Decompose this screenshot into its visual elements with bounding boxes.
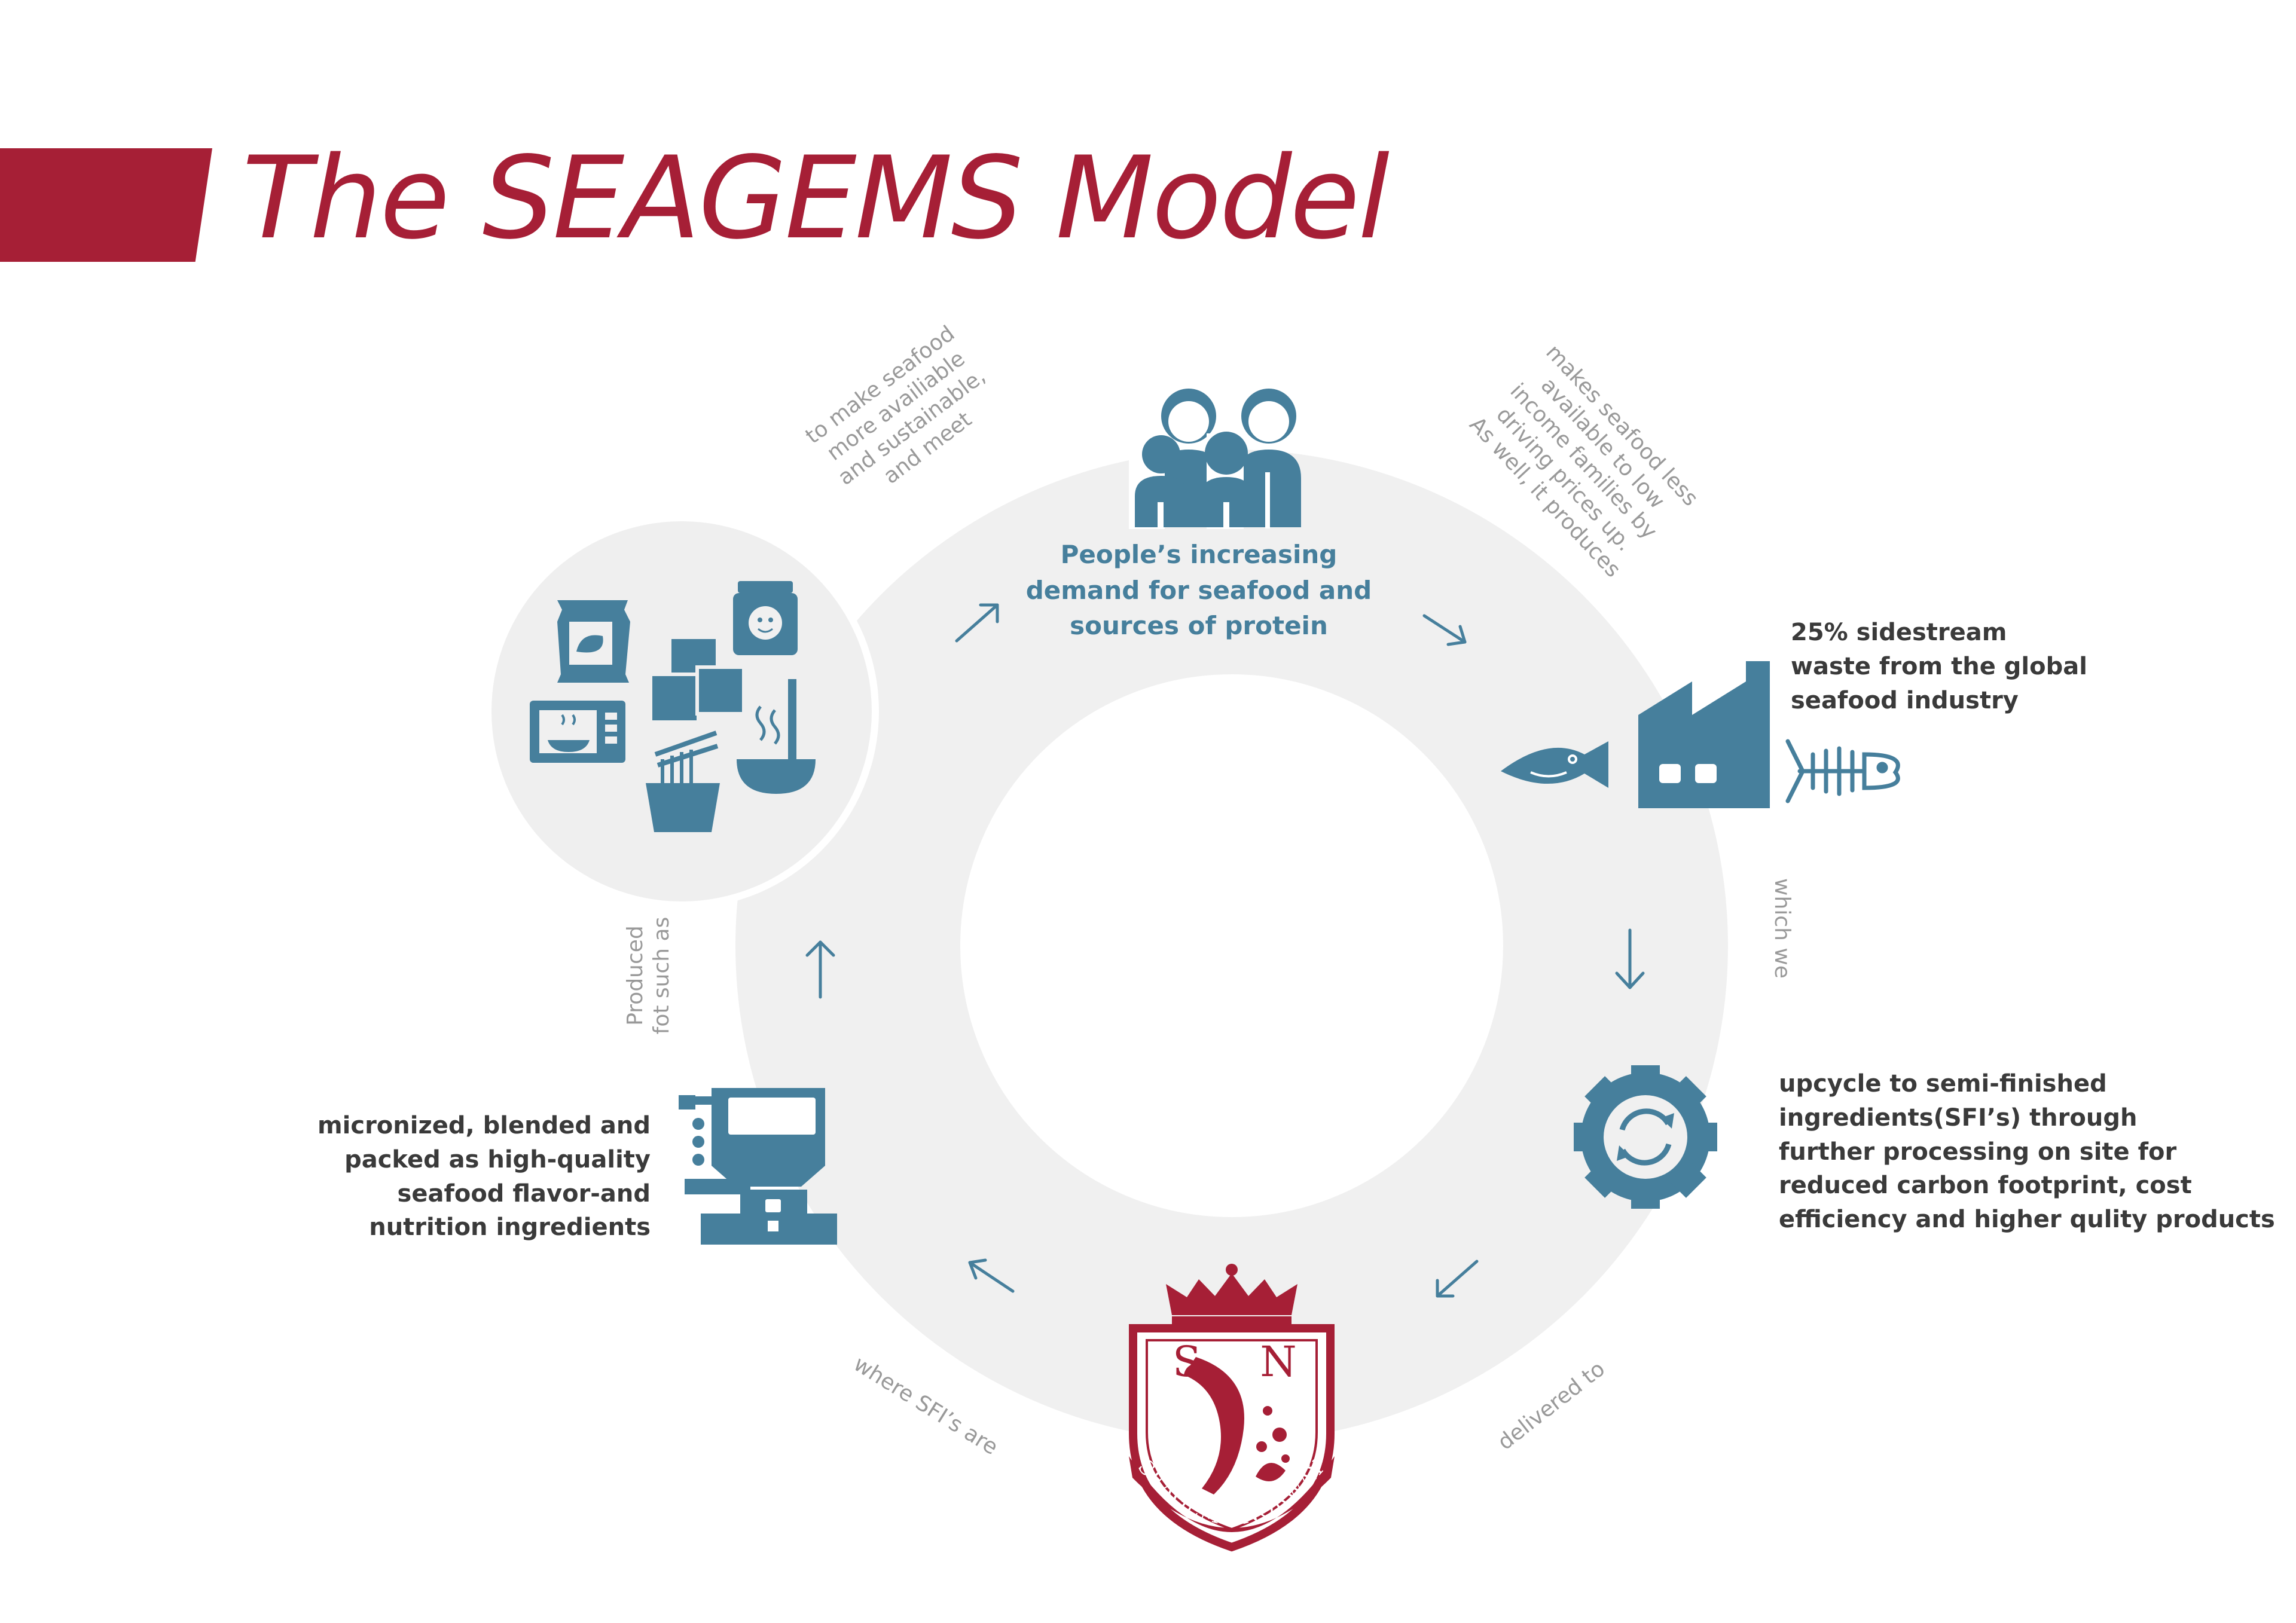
- upcycle-caption-line-2: ingredients(SFI’s) through: [1779, 1104, 2138, 1132]
- noodle-box-icon: [646, 730, 720, 832]
- fish-icon: [1501, 741, 1608, 788]
- micronize-caption-line-4: nutrition ingredients: [369, 1214, 651, 1242]
- upcycle-caption-line-1: upcycle to semi-finished: [1779, 1070, 2107, 1098]
- arrow-waste-to-upcycle: [1615, 928, 1645, 989]
- family-icon: [1129, 389, 1301, 529]
- arrow-demand-to-waste: [1422, 614, 1467, 646]
- gear-recycle-icon: [1574, 1065, 1717, 1209]
- connector-micronize-to-foods: Produced fot such as: [622, 917, 675, 1035]
- connector-line: Produced: [623, 925, 648, 1026]
- baby-food-jar-icon: [733, 581, 798, 655]
- arrow-micronize-to-foods: [805, 940, 835, 999]
- connector-line: which we: [1769, 878, 1794, 979]
- microwave-meal-icon: [530, 701, 625, 763]
- arrow-upcycle-to-seagems: [1436, 1260, 1479, 1298]
- bouillon-cubes-icon: [649, 635, 746, 724]
- arrow-seagems-to-micronize: [968, 1258, 1015, 1293]
- waste-caption: 25% sidestream waste from the global sea…: [1791, 616, 2087, 717]
- demand-caption-line-2: demand for seafood and: [1025, 575, 1372, 605]
- snack-bag-icon: [557, 600, 630, 683]
- seagems-norway-crest-logo: S N SEAGEMS NORWAY: [1129, 1264, 1335, 1552]
- upcycle-caption: upcycle to semi-finished ingredients(SFI…: [1779, 1067, 2275, 1237]
- title-accent-bar: [0, 148, 212, 262]
- crest-letter-n: N: [1260, 1337, 1296, 1386]
- cycle-ring: [735, 450, 1728, 1442]
- upcycle-caption-line-3: further processing on site for: [1779, 1138, 2177, 1166]
- upcycle-caption-line-5: efficiency and higher qulity products: [1779, 1206, 2275, 1234]
- connector-waste-to-upcycle: which we: [1769, 878, 1795, 979]
- page-title: The SEAGEMS Model: [242, 132, 1390, 264]
- fish-skeleton-icon: [1785, 739, 1900, 803]
- waste-caption-line-3: seafood industry: [1791, 686, 2019, 714]
- connector-line: fot such as: [649, 916, 674, 1035]
- processing-machine-icon: [679, 1088, 837, 1245]
- factory-icon: [1638, 661, 1770, 808]
- waste-caption-line-1: 25% sidestream: [1791, 619, 2007, 646]
- flow-arrows: [805, 603, 1645, 1298]
- micronize-caption-line-1: micronized, blended and: [317, 1112, 651, 1139]
- demand-caption-line-1: People’s increasing: [1060, 540, 1338, 569]
- demand-caption: People’s increasing demand for seafood a…: [993, 537, 1405, 644]
- micronize-caption: micronized, blended and packed as high-q…: [299, 1109, 651, 1245]
- soup-ladle-icon: [737, 679, 816, 794]
- demand-caption-line-3: sources of protein: [1070, 611, 1328, 641]
- micronize-caption-line-3: seafood flavor-and: [397, 1179, 651, 1208]
- arrow-foods-to-demand: [955, 603, 999, 643]
- micronize-caption-line-2: packed as high-quality: [344, 1145, 651, 1173]
- waste-caption-line-2: waste from the global: [1791, 652, 2087, 680]
- upcycle-caption-line-4: reduced carbon footprint, cost: [1779, 1172, 2192, 1200]
